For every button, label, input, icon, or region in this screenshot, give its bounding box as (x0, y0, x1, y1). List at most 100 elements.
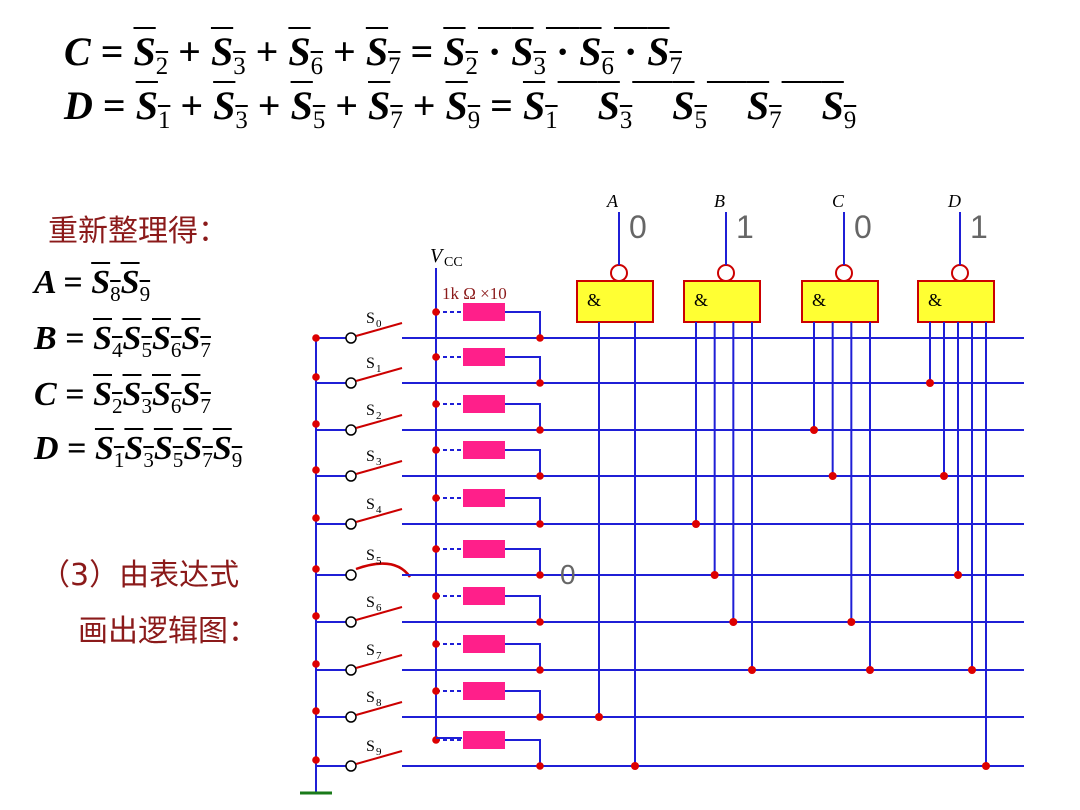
negated-term: S7 (368, 83, 403, 134)
product-term: S3 (597, 83, 633, 134)
negated-term: S9 (445, 83, 481, 134)
resistor (463, 540, 505, 558)
product-term: S5 (153, 430, 184, 472)
switch-label-sub: 3 (376, 456, 382, 468)
product-term: S7 (647, 29, 682, 80)
product-term: S7 (181, 320, 211, 362)
gate-output-value: 0 (629, 209, 647, 245)
switch-label-sub: 9 (376, 746, 382, 758)
resistor (463, 682, 505, 700)
switch-contact (345, 711, 357, 723)
resistor (463, 303, 505, 321)
switch-label-sub: 2 (376, 410, 382, 422)
resistor-wire (505, 356, 541, 383)
resistor-wire (505, 548, 541, 575)
rail-node (312, 466, 320, 474)
equation-c: C = S2 + S3 + S6 + S7 = S2 · S3 · S6 · S… (64, 29, 682, 80)
switch-label-sub: 7 (376, 650, 382, 662)
switch-label: S (366, 594, 375, 611)
resistor (463, 587, 505, 605)
negated-term: S7 (365, 29, 401, 80)
gate-input-node (866, 666, 874, 674)
product-term: S7 (183, 430, 213, 472)
resistor (463, 731, 505, 749)
nand-gate (683, 280, 761, 323)
inversion-bubble (835, 264, 853, 282)
vcc-node (432, 592, 440, 600)
pullup-node (536, 472, 544, 480)
pullup-node (536, 666, 544, 674)
resistor-wire (505, 739, 541, 766)
rail-node (312, 756, 320, 764)
switch-label-sub: 6 (376, 602, 382, 614)
product-term: S3 (124, 430, 154, 472)
switch-label-sub: 8 (376, 697, 382, 709)
gate-symbol: & (694, 290, 708, 310)
negated-term: S3 (210, 29, 246, 80)
switch-contact (345, 332, 357, 344)
switch-arm (355, 460, 403, 475)
product-term: S1 (94, 430, 125, 472)
resistor-wire (505, 311, 541, 338)
vcc-node (432, 353, 440, 361)
switch-label: S (366, 642, 375, 659)
resistor-wire (505, 643, 541, 670)
switch-arm (355, 414, 403, 429)
product-term: S5 (672, 83, 707, 134)
switch-arm (355, 367, 403, 382)
negated-term: S2 (133, 29, 169, 80)
product-term: S9 (821, 83, 857, 134)
switch-arm (355, 701, 403, 716)
gate-input-node (926, 379, 934, 387)
resistor (463, 348, 505, 366)
product-term: S8 (91, 264, 121, 306)
switch-contact (345, 760, 357, 772)
resistor-wire (505, 403, 541, 430)
rail-node (312, 660, 320, 668)
nand-gate (576, 280, 654, 323)
resistor (463, 441, 505, 459)
switch-contact (345, 664, 357, 676)
vcc-label: V (430, 245, 445, 267)
product-term: S6 (579, 29, 614, 80)
gate-input-node (828, 472, 837, 480)
gate-input-node (810, 426, 818, 434)
inversion-bubble (951, 264, 969, 282)
gate-output-label: A (606, 191, 619, 211)
gate-input-node (847, 618, 856, 626)
pullup-node (536, 379, 544, 387)
switch-contact (345, 518, 357, 530)
product-term: S7 (746, 83, 782, 134)
pullup-node (536, 571, 544, 579)
step3-label: （3）由表达式 (40, 558, 240, 593)
switch-contact (345, 616, 357, 628)
product-term: S3 (511, 29, 546, 80)
pullup-node (536, 520, 544, 528)
nand-gate (917, 280, 995, 323)
gate-output-value: 1 (970, 209, 988, 245)
product-term: S4 (93, 320, 123, 362)
resistor-array-label: 1k Ω ×10 (442, 284, 507, 303)
product-term: S2 (443, 29, 478, 80)
switch-label: S (366, 355, 375, 372)
switch-arm (355, 508, 403, 523)
rail-node (312, 612, 320, 620)
product-term: S6 (152, 376, 182, 418)
vcc-node (432, 446, 440, 454)
gate-input-node (692, 520, 700, 528)
resistor-wire (505, 595, 541, 622)
nand-gate (801, 280, 879, 323)
negated-term: S1 (135, 83, 171, 134)
reorganize-label: 重新整理得： (48, 214, 228, 249)
gate-input-node (982, 762, 990, 770)
product-term: S1 (522, 83, 558, 134)
draw-label: 画出逻辑图： (78, 614, 258, 649)
rail-node (312, 565, 320, 573)
vcc-node (432, 545, 440, 553)
gate-input-node (748, 666, 756, 674)
nand-product: S4S5S6S7 (93, 320, 211, 362)
switch-label: S (366, 310, 375, 327)
switch-label-sub: 5 (376, 555, 382, 567)
product-term: S9 (212, 430, 243, 472)
pressed-value: 0 (560, 559, 576, 590)
